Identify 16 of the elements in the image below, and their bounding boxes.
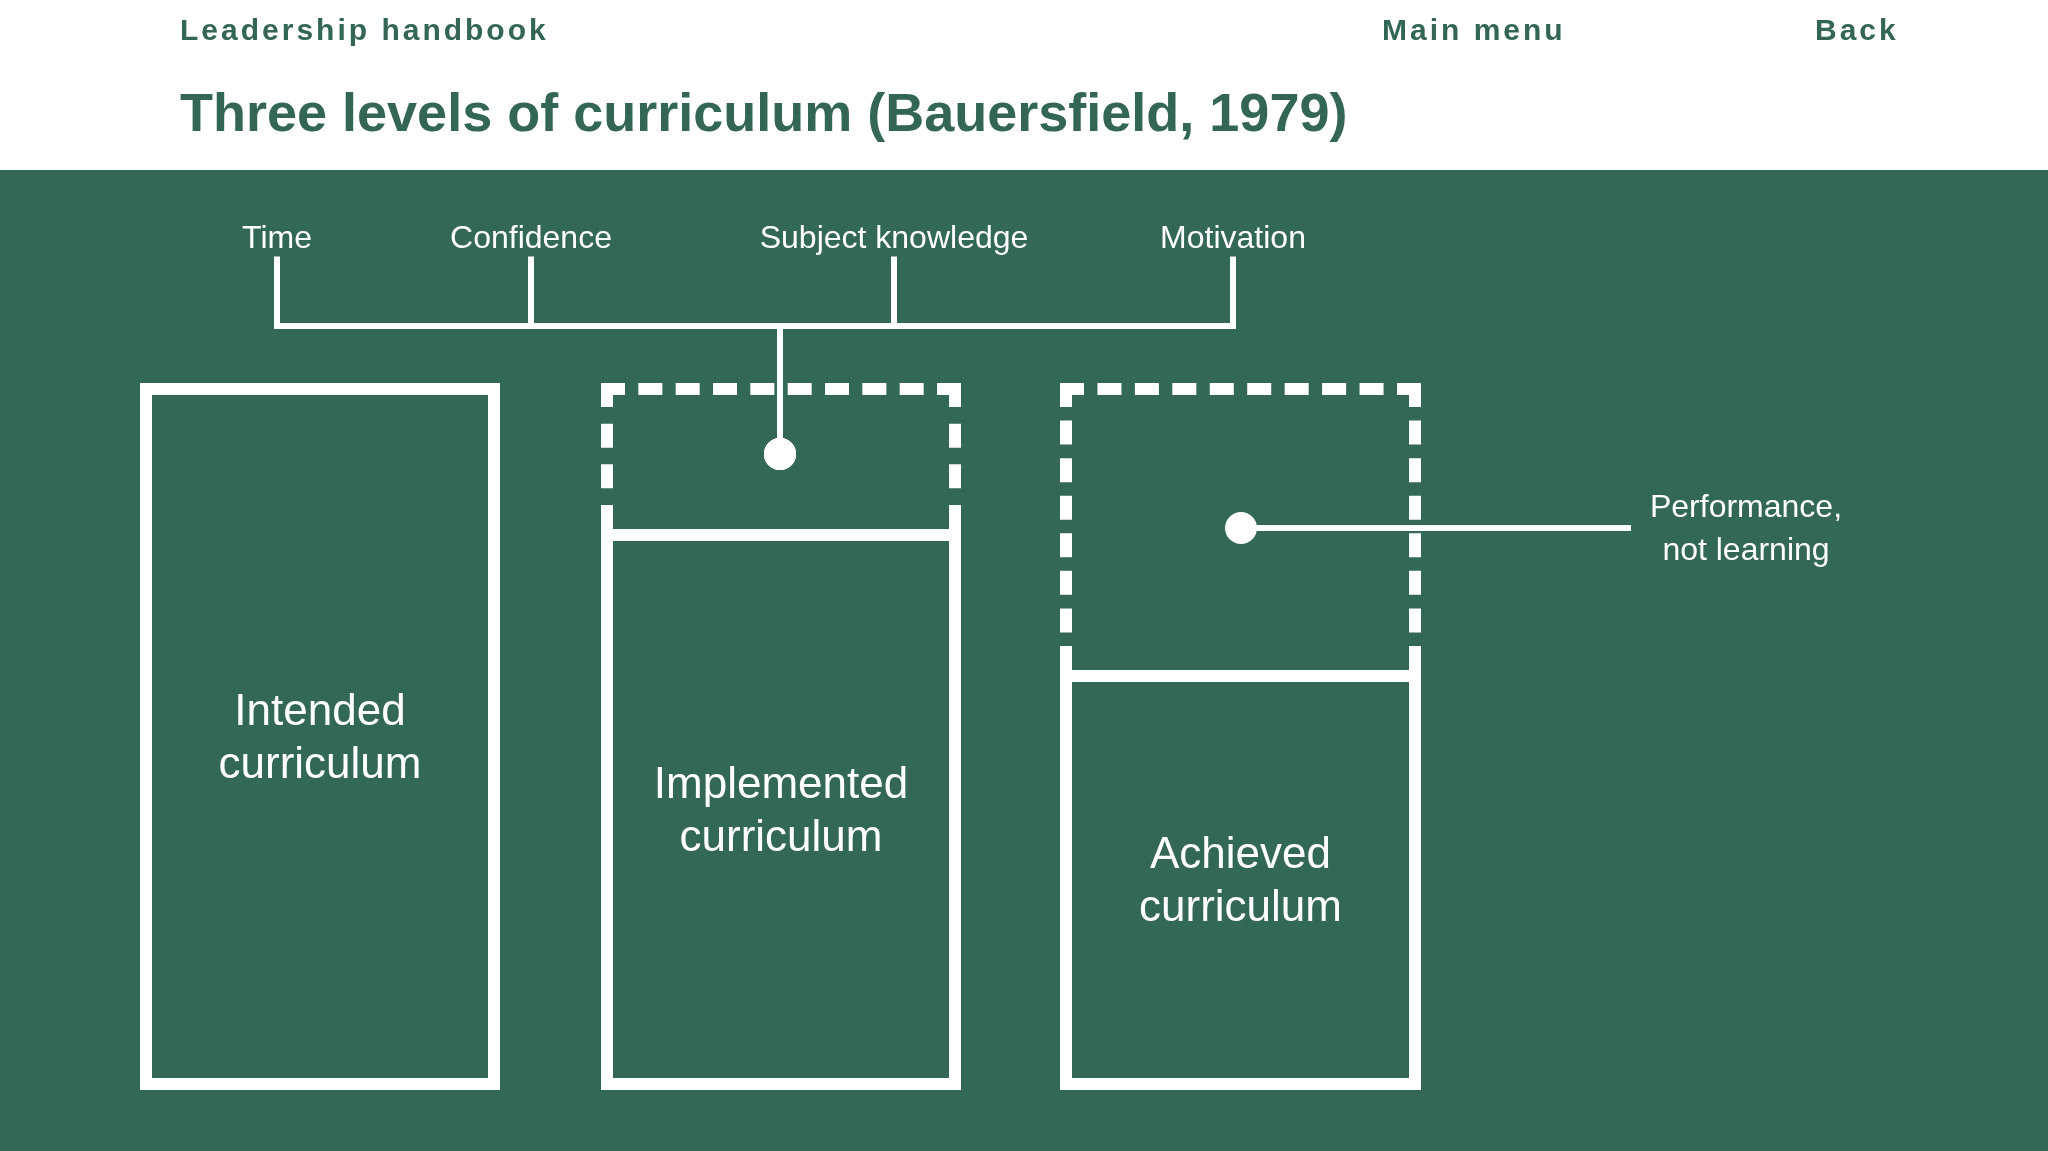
- dashed-box: [601, 383, 961, 529]
- factor-label: Subject knowledge: [759, 218, 1029, 257]
- factor-label: Motivation: [1160, 218, 1306, 257]
- curriculum-box: Intended curriculum: [140, 383, 500, 1090]
- leader-line: [1225, 512, 1631, 544]
- factor-label: Confidence: [450, 218, 612, 257]
- slide-title: Three levels of curriculum (Bauersfield, 1979): [180, 81, 1348, 144]
- factor-label: Time: [242, 218, 312, 257]
- handbook-link: Leadership handbook: [180, 12, 549, 48]
- curriculum-box: Implemented curriculum: [601, 529, 961, 1090]
- dashed-box: [1060, 383, 1421, 670]
- menu-link: Main menu: [1382, 12, 1566, 48]
- connector-line: [764, 256, 1236, 470]
- annotation-label: Performance, not learning: [1631, 485, 1861, 572]
- curriculum-box: Achieved curriculum: [1060, 670, 1421, 1090]
- back-link: Back: [1815, 12, 1899, 48]
